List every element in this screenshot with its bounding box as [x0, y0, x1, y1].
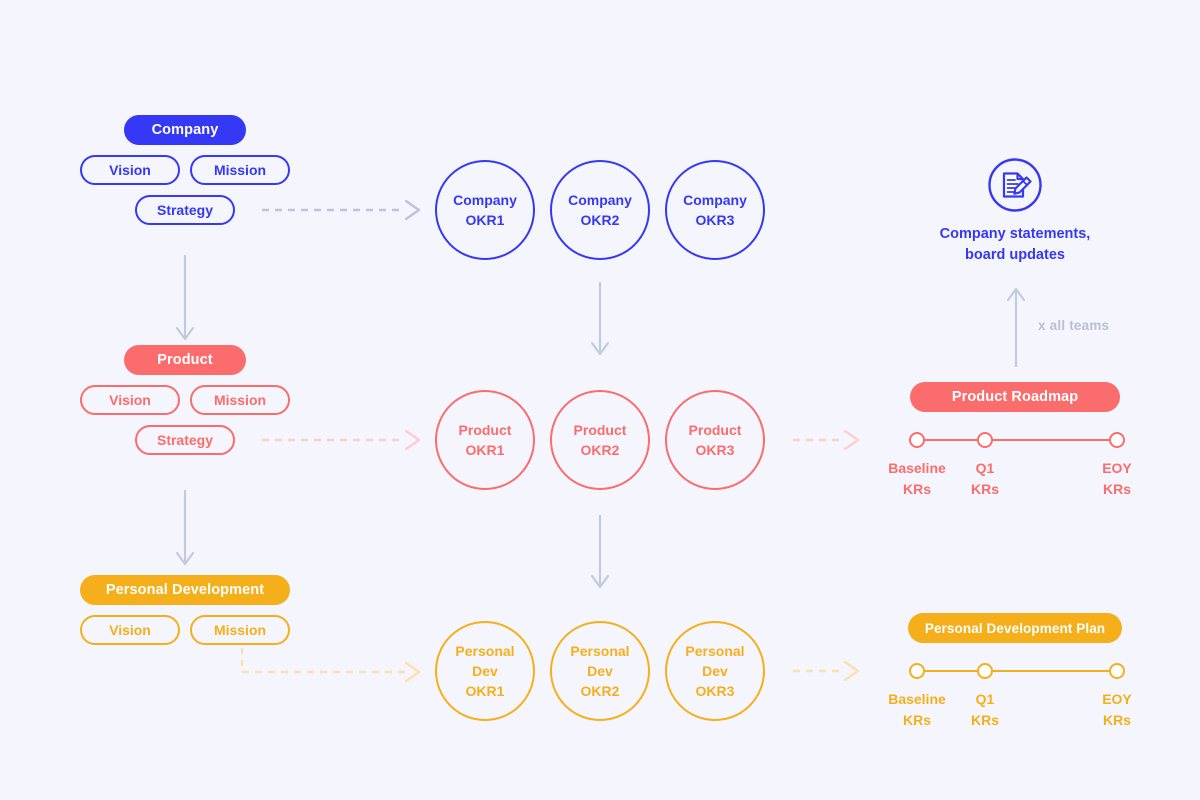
dashed-arrow-company-to-okr	[262, 199, 421, 221]
personal-pill-mission[interactable]: Mission	[190, 615, 290, 645]
product-pill-mission-text: Mission	[213, 392, 267, 408]
okr-circle-product-1-line2: OKR1	[465, 442, 505, 458]
company-pill-mission-text: Mission	[213, 162, 267, 178]
okr-circle-personal-2-line2: Dev	[587, 662, 613, 679]
product-roadmap-node-q1[interactable]	[977, 432, 993, 448]
okr-circle-company-1[interactable]: Company OKR1	[435, 160, 535, 260]
dashed-arrow-product-to-okr	[262, 429, 421, 451]
okr-circle-personal-3-line2: Dev	[702, 662, 728, 679]
okr-circle-personal-2[interactable]: Personal Dev OKR2	[550, 621, 650, 721]
product-pill-vision-text: Vision	[109, 392, 151, 408]
okr-circle-company-1-line2: OKR1	[465, 212, 505, 228]
product-roadmap-label-eoy-line2: KRs	[1102, 481, 1131, 497]
product-roadmap-title-text: Product Roadmap	[951, 389, 1079, 405]
personal-development-plan-label-q1-line1: Q1	[975, 691, 995, 707]
product-roadmap-label-q1-line2: KRs	[970, 481, 999, 497]
personal-development-plan-node-eoy[interactable]	[1109, 663, 1125, 679]
product-roadmap-title[interactable]: Product Roadmap	[910, 382, 1120, 412]
okr-circle-company-2[interactable]: Company OKR2	[550, 160, 650, 260]
okr-circle-product-2[interactable]: Product OKR2	[550, 390, 650, 490]
okr-circle-personal-2-line3: OKR2	[580, 683, 620, 700]
company-output-caption: Company statements, board updates	[880, 224, 1150, 266]
flow-arrow-company-okr-to-product-okr	[590, 282, 610, 356]
personal-development-plan-node-baseline[interactable]	[909, 663, 925, 679]
personal-pill-vision[interactable]: Vision	[80, 615, 180, 645]
product-roadmap-label-baseline-line1: Baseline	[888, 460, 946, 476]
okr-circle-product-1[interactable]: Product OKR1	[435, 390, 535, 490]
okr-circle-personal-3-line1: Personal	[685, 642, 745, 659]
product-roadmap-node-eoy[interactable]	[1109, 432, 1125, 448]
company-pill-mission[interactable]: Mission	[190, 155, 290, 185]
okr-circle-personal-1[interactable]: Personal Dev OKR1	[435, 621, 535, 721]
company-output-caption-line1: Company statements,	[939, 226, 1091, 242]
product-roadmap-label-q1: Q1 KRs	[940, 458, 1030, 500]
company-pill-strategy[interactable]: Strategy	[135, 195, 235, 225]
personal-development-plan-label-baseline-line1: Baseline	[888, 691, 946, 707]
personal-development-plan-label-q1-line2: KRs	[970, 712, 999, 728]
okr-circle-product-2-line1: Product	[573, 421, 627, 438]
company-pill-vision[interactable]: Vision	[80, 155, 180, 185]
okr-circle-company-1-line1: Company	[453, 191, 517, 208]
personal-development-plan-title[interactable]: Personal Development Plan	[908, 613, 1122, 643]
personal-development-plan-timeline: Baseline KRs Q1 KRs EOY KRs	[888, 661, 1133, 731]
personal-development-plan-label-q1: Q1 KRs	[940, 689, 1030, 731]
product-pill-mission[interactable]: Mission	[190, 385, 290, 415]
okr-circle-company-3-line1: Company	[683, 191, 747, 208]
document-pencil-icon	[988, 158, 1042, 212]
row-label-company[interactable]: Company	[124, 115, 246, 145]
personal-development-plan-title-text: Personal Development Plan	[924, 620, 1106, 636]
okr-circle-product-3-line1: Product	[688, 421, 742, 438]
product-pill-vision[interactable]: Vision	[80, 385, 180, 415]
personal-pill-vision-text: Vision	[109, 622, 151, 638]
personal-development-plan-label-baseline: Baseline KRs	[872, 689, 962, 731]
product-roadmap-label-baseline: Baseline KRs	[872, 458, 962, 500]
dashed-arrow-personal-to-okr	[240, 648, 421, 683]
product-roadmap-timeline: Baseline KRs Q1 KRs EOY KRs	[888, 430, 1133, 500]
company-output-caption-line2: board updates	[965, 247, 1065, 264]
company-pill-strategy-text: Strategy	[156, 202, 214, 218]
personal-development-plan-node-q1[interactable]	[977, 663, 993, 679]
okr-circle-product-2-line2: OKR2	[580, 442, 620, 458]
rollup-arrow-up-icon	[1006, 287, 1026, 367]
okr-circle-company-2-line2: OKR2	[580, 212, 620, 228]
flow-arrow-product-to-personal	[175, 490, 195, 566]
dashed-arrow-product-okr-to-roadmap	[793, 429, 860, 451]
personal-development-plan-label-eoy-line1: EOY	[1102, 691, 1132, 707]
product-roadmap-node-baseline[interactable]	[909, 432, 925, 448]
okr-circle-personal-1-line1: Personal	[455, 642, 515, 659]
product-pill-strategy-text: Strategy	[156, 432, 214, 448]
okr-circle-product-1-line1: Product	[458, 421, 512, 438]
okr-circle-personal-1-line3: OKR1	[465, 683, 505, 700]
okr-circle-company-3[interactable]: Company OKR3	[665, 160, 765, 260]
row-label-personal-development[interactable]: Personal Development	[80, 575, 290, 605]
product-roadmap-label-baseline-line2: KRs	[902, 481, 931, 497]
okr-circle-personal-3-line3: OKR3	[695, 683, 735, 700]
product-roadmap-track	[917, 439, 1123, 441]
okr-circle-company-3-line2: OKR3	[695, 212, 735, 228]
okr-circle-product-3-line2: OKR3	[695, 442, 735, 458]
okr-circle-personal-2-line1: Personal	[570, 642, 630, 659]
row-label-product-text: Product	[157, 352, 213, 368]
dashed-arrow-personal-okr-to-plan	[793, 660, 860, 682]
rollup-note: x all teams	[1038, 318, 1110, 333]
row-label-product[interactable]: Product	[124, 345, 246, 375]
flow-arrow-company-to-product	[175, 255, 195, 341]
product-roadmap-label-eoy: EOY KRs	[1072, 458, 1162, 500]
flow-arrow-product-okr-to-personal-okr	[590, 515, 610, 589]
okr-circle-product-3[interactable]: Product OKR3	[665, 390, 765, 490]
okr-circle-personal-3[interactable]: Personal Dev OKR3	[665, 621, 765, 721]
company-pill-vision-text: Vision	[109, 162, 151, 178]
row-label-company-text: Company	[151, 122, 219, 138]
okr-circle-company-2-line1: Company	[568, 191, 632, 208]
product-pill-strategy[interactable]: Strategy	[135, 425, 235, 455]
product-roadmap-label-q1-line1: Q1	[975, 460, 995, 476]
personal-pill-mission-text: Mission	[213, 622, 267, 638]
okr-circle-personal-1-line2: Dev	[472, 662, 498, 679]
personal-development-plan-label-baseline-line2: KRs	[902, 712, 931, 728]
product-roadmap-label-eoy-line1: EOY	[1102, 460, 1132, 476]
personal-development-plan-label-eoy: EOY KRs	[1072, 689, 1162, 731]
row-label-personal-development-text: Personal Development	[105, 582, 265, 598]
personal-development-plan-track	[917, 670, 1123, 672]
personal-development-plan-label-eoy-line2: KRs	[1102, 712, 1131, 728]
